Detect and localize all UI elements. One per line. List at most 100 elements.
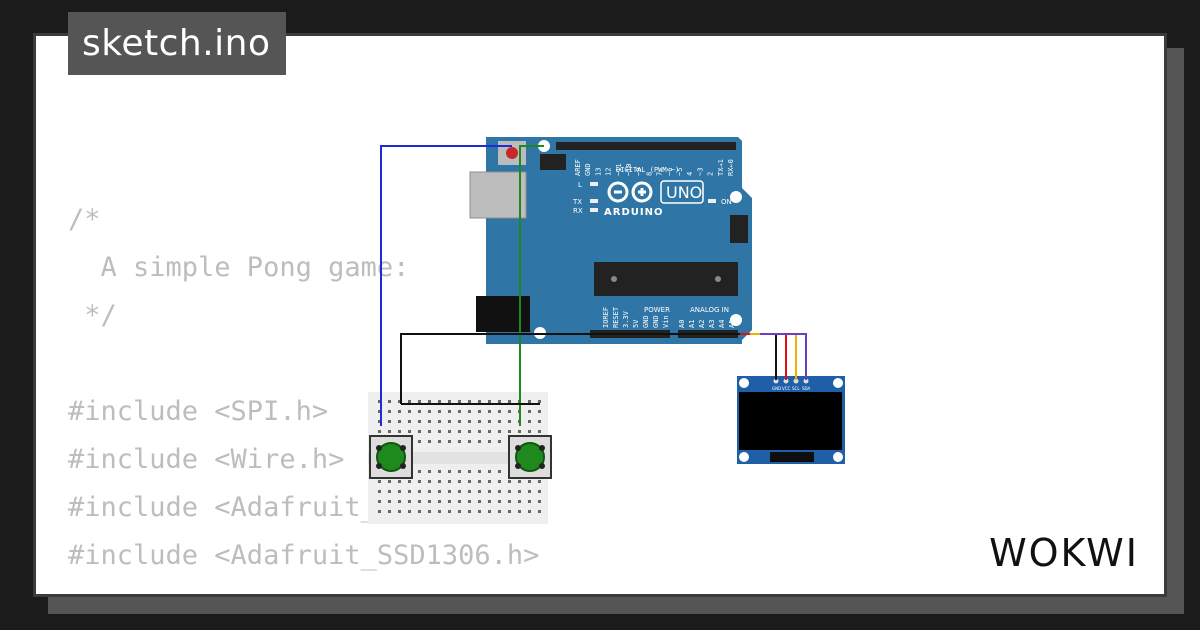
oled-pin-label: VCC (782, 386, 791, 391)
breadboard-hole (378, 420, 381, 423)
pushbutton-right[interactable] (508, 435, 552, 479)
digital-pin-label: 8 (645, 172, 653, 176)
breadboard-hole (468, 410, 471, 413)
breadboard-hole (488, 500, 491, 503)
breadboard-hole (448, 470, 451, 473)
code-line: */ (68, 300, 117, 331)
breadboard-hole (418, 510, 421, 513)
digital-pin-label: AREF (574, 159, 582, 176)
mount-hole (730, 191, 742, 203)
breadboard-hole (508, 400, 511, 403)
breadboard-hole (408, 410, 411, 413)
breadboard-hole (438, 500, 441, 503)
code-line: A simple Pong game: (68, 252, 426, 283)
digital-pin-label: 12 (605, 168, 613, 176)
breadboard-hole (398, 510, 401, 513)
breadboard-hole (388, 430, 391, 433)
breadboard-hole (378, 510, 381, 513)
breadboard-hole (478, 470, 481, 473)
breadboard-hole (378, 490, 381, 493)
breadboard-hole (418, 500, 421, 503)
breadboard-hole (448, 400, 451, 403)
breadboard-hole (538, 490, 541, 493)
breadboard-hole (488, 410, 491, 413)
breadboard-hole (418, 420, 421, 423)
breadboard-hole (498, 500, 501, 503)
breadboard-hole (518, 510, 521, 513)
breadboard-hole (408, 480, 411, 483)
breadboard-hole (508, 510, 511, 513)
breadboard-hole (508, 420, 511, 423)
reset-button-cap[interactable] (506, 147, 518, 159)
breadboard-hole (458, 500, 461, 503)
wire-green (519, 145, 544, 426)
led-on-label: ON (721, 198, 732, 206)
breadboard-hole (488, 420, 491, 423)
breadboard-hole (398, 480, 401, 483)
digital-label: DIGITAL (PWM ~) (616, 166, 679, 174)
code-line: #include <Wire.h> (68, 444, 345, 475)
breadboard-hole (408, 490, 411, 493)
breadboard-hole (468, 490, 471, 493)
breadboard-hole (498, 410, 501, 413)
breadboard-hole (438, 430, 441, 433)
breadboard-hole (418, 400, 421, 403)
digital-pin-label: 4 (686, 172, 694, 176)
pushbutton-left[interactable] (369, 435, 413, 479)
breadboard-hole (538, 400, 541, 403)
breadboard-hole (478, 410, 481, 413)
power-pin-label: 5V (632, 319, 640, 328)
breadboard-hole (538, 500, 541, 503)
breadboard-hole (528, 510, 531, 513)
oled-pin[interactable] (793, 378, 799, 384)
breadboard-hole (498, 420, 501, 423)
arduino-logo-icon (607, 181, 653, 203)
analog-pin-label: A1 (688, 320, 696, 328)
breadboard-hole (408, 420, 411, 423)
breadboard-hole (458, 420, 461, 423)
oled-pin-label: SCL (792, 386, 800, 391)
breadboard-hole (418, 490, 421, 493)
file-tab[interactable]: sketch.ino (68, 12, 286, 75)
breadboard-hole (438, 400, 441, 403)
breadboard-hole (428, 410, 431, 413)
digital-pin-label: 7 (656, 172, 664, 176)
breadboard-hole (528, 500, 531, 503)
icsp-header (730, 215, 748, 243)
breadboard-hole (508, 500, 511, 503)
breadboard-hole (498, 400, 501, 403)
breadboard-hole (458, 440, 461, 443)
wire-black (400, 333, 777, 404)
code-line: #include <SPI.h> (68, 396, 329, 427)
breadboard-hole (448, 480, 451, 483)
breadboard-hole (428, 480, 431, 483)
oled-pin[interactable] (773, 378, 779, 384)
breadboard-hole (388, 480, 391, 483)
breadboard-hole (428, 490, 431, 493)
breadboard-hole (468, 440, 471, 443)
breadboard-hole (428, 430, 431, 433)
code-line: #include <Adafruit_SSD1306.h> (68, 540, 540, 571)
breadboard-hole (488, 400, 491, 403)
oled-pin-label: GND (772, 386, 781, 391)
breadboard-hole (438, 420, 441, 423)
breadboard-hole (448, 430, 451, 433)
breadboard-hole (518, 490, 521, 493)
breadboard-hole (478, 400, 481, 403)
power-pin-label: 3.3V (622, 310, 630, 328)
led-rx (590, 208, 598, 212)
breadboard-hole (378, 400, 381, 403)
breadboard-hole (508, 430, 511, 433)
oled-pin[interactable] (803, 378, 809, 384)
oled-pin[interactable] (783, 378, 789, 384)
breadboard-hole (468, 500, 471, 503)
digital-pin-label: ~9 (635, 168, 643, 176)
breadboard-hole (428, 500, 431, 503)
breadboard-hole (448, 510, 451, 513)
breadboard-hole (488, 430, 491, 433)
breadboard-hole (538, 420, 541, 423)
analog-pin-label: A3 (708, 320, 716, 328)
breadboard-hole (468, 430, 471, 433)
